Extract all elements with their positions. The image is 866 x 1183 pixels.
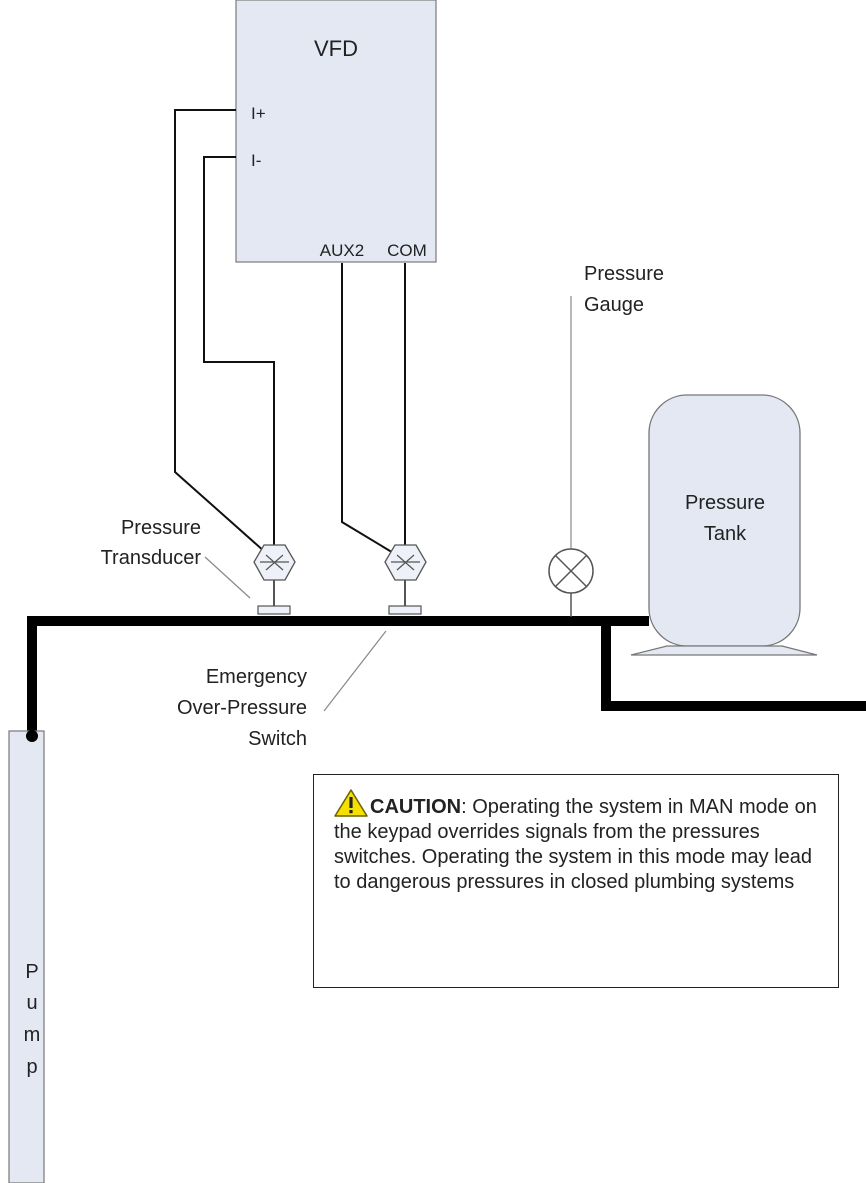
- pressure-tank-label-1: Pressure: [685, 492, 765, 514]
- pressure-gauge-label-1: Pressure: [584, 263, 664, 285]
- wire-iplus: [174, 109, 275, 561]
- vfd-title: VFD: [314, 36, 358, 61]
- pump-letter-4: p: [26, 1056, 37, 1078]
- switch-label-2: Over-Pressure: [177, 697, 307, 719]
- caution-heading: CAUTION: [370, 796, 462, 818]
- warning-triangle-icon: [334, 789, 368, 817]
- transducer-leader: [204, 556, 251, 599]
- main-pipe: [27, 616, 649, 760]
- caution-text: : Operating the system in MAN mode on th…: [334, 796, 817, 893]
- pressure-tank-label-2: Tank: [704, 523, 747, 545]
- pressure-transducer-label-1: Pressure: [121, 517, 201, 539]
- pressure-gauge-label-2: Gauge: [584, 294, 644, 316]
- pressure-tank: [630, 394, 818, 656]
- pump-body: [8, 730, 45, 1183]
- wire-aux2: [341, 263, 406, 561]
- caution-box: CAUTION: Operating the system in MAN mod…: [313, 774, 839, 988]
- switch-leader: [323, 630, 387, 712]
- pump-letter-2: u: [26, 992, 37, 1014]
- pressure-transducer-icon: [253, 544, 296, 615]
- vfd-terminal-com: COM: [387, 241, 427, 260]
- pump-letter-1: P: [25, 961, 38, 983]
- vfd-terminal-aux2: AUX2: [320, 241, 364, 260]
- vfd-box: [235, 0, 437, 263]
- over-pressure-switch-icon: [384, 544, 427, 615]
- wire-iminus: [203, 156, 275, 560]
- pump-outlet: [26, 730, 38, 742]
- branch-pipe: [601, 621, 866, 711]
- pressure-gauge-icon: [548, 296, 594, 617]
- switch-label-1: Emergency: [206, 666, 307, 688]
- pump-letter-3: m: [24, 1024, 41, 1046]
- pressure-transducer-label-2: Transducer: [101, 547, 202, 569]
- vfd-terminal-iminus: I-: [251, 151, 261, 170]
- vfd-terminal-iplus: I+: [251, 104, 266, 123]
- switch-label-3: Switch: [248, 728, 307, 750]
